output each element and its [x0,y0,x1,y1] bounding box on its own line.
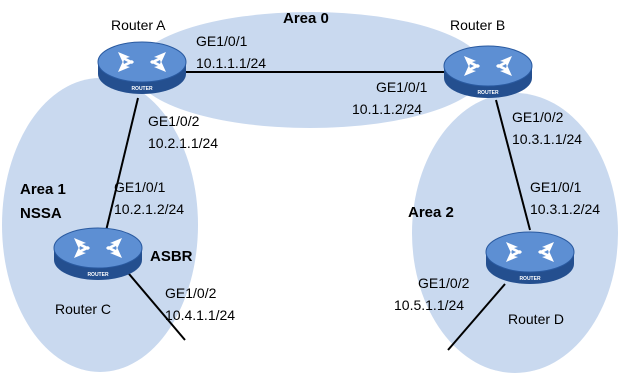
link-d-external [447,283,506,351]
d-ge2-ip: 10.5.1.1/24 [394,297,464,313]
c-ge2-port: GE1/0/2 [165,285,217,301]
router-b-icon: ROUTER [443,45,533,99]
router-c-label: Router C [55,301,111,317]
asbr-label: ASBR [150,248,193,265]
a-ge1-port: GE1/0/1 [196,33,248,49]
d-ge1-ip: 10.3.1.2/24 [530,201,600,217]
link-c-external [123,267,186,341]
a-ge2-port: GE1/0/2 [148,113,200,129]
b-ge2-port: GE1/0/2 [512,109,564,125]
b-ge1-ip: 10.1.1.2/24 [352,101,422,117]
area-1-label: Area 1 [20,181,66,198]
link-b-d [495,99,531,231]
c-ge2-ip: 10.4.1.1/24 [165,307,235,323]
area-0-label: Area 0 [283,10,329,27]
router-d-label: Router D [508,311,564,327]
svg-text:ROUTER: ROUTER [131,86,153,92]
area-0-region [135,12,485,128]
router-a-label: Router A [111,17,166,33]
svg-text:ROUTER: ROUTER [87,272,109,278]
b-ge2-ip: 10.3.1.1/24 [512,131,582,147]
area-1-type-label: NSSA [20,205,62,222]
a-ge2-ip: 10.2.1.1/24 [148,135,218,151]
svg-text:ROUTER: ROUTER [519,276,541,282]
d-ge2-port: GE1/0/2 [418,275,470,291]
router-d-icon: ROUTER [485,231,575,285]
a-ge1-ip: 10.1.1.1/24 [196,55,266,71]
c-ge1-port: GE1/0/1 [114,179,166,195]
svg-text:ROUTER: ROUTER [477,90,499,96]
link-a-c [104,97,139,236]
area-2-label: Area 2 [408,204,454,221]
router-b-label: Router B [450,17,505,33]
b-ge1-port: GE1/0/1 [376,79,428,95]
d-ge1-port: GE1/0/1 [530,179,582,195]
router-a-icon: ROUTER [97,41,187,95]
router-c-icon: ROUTER [53,227,143,281]
c-ge1-ip: 10.2.1.2/24 [114,201,184,217]
